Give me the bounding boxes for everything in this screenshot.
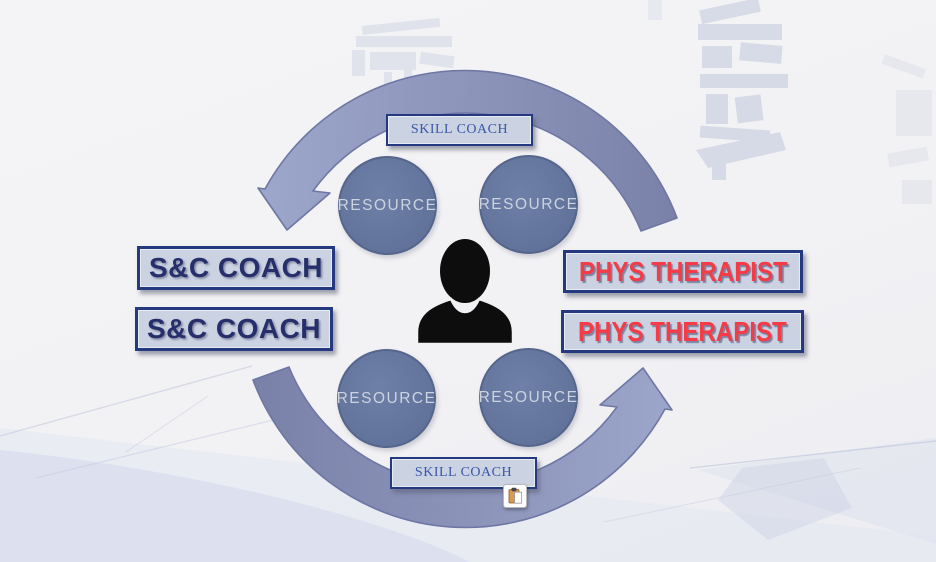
resource-circle-bottom-left[interactable]: RESOURCE bbox=[337, 349, 436, 448]
paste-options-button[interactable] bbox=[503, 484, 527, 508]
phys-therapist-label: PHYS THERAPIST bbox=[578, 315, 787, 347]
watermark-structure-right-edge bbox=[648, 0, 932, 204]
skill-coach-box-bottom[interactable]: SKILL COACH bbox=[390, 457, 537, 489]
skill-coach-label: SKILL COACH bbox=[414, 465, 513, 480]
curved-arrow-top[interactable] bbox=[257, 69, 678, 232]
snc-coach-box-2[interactable]: S&C COACH bbox=[135, 307, 333, 351]
resource-label: RESOURCE bbox=[336, 389, 437, 407]
snc-coach-box-1[interactable]: S&C COACH bbox=[137, 246, 335, 290]
resource-circle-bottom-right[interactable]: RESOURCE bbox=[479, 348, 578, 447]
phys-therapist-box-1[interactable]: PHYS THERAPIST bbox=[563, 250, 803, 293]
snc-coach-label: S&C COACH bbox=[146, 313, 322, 344]
watermark-structure-top-right bbox=[696, 0, 788, 180]
snc-coach-label: S&C COACH bbox=[148, 252, 324, 283]
resource-label: RESOURCE bbox=[478, 195, 579, 213]
person-silhouette-icon[interactable] bbox=[415, 238, 515, 344]
resource-circle-top-left[interactable]: RESOURCE bbox=[338, 156, 437, 255]
resource-label: RESOURCE bbox=[478, 388, 579, 406]
phys-therapist-label: PHYS THERAPIST bbox=[578, 255, 788, 287]
phys-therapist-box-2[interactable]: PHYS THERAPIST bbox=[561, 310, 804, 353]
skill-coach-box-top[interactable]: SKILL COACH bbox=[386, 114, 533, 146]
clipboard-paste-icon bbox=[508, 487, 522, 504]
resource-circle-top-right[interactable]: RESOURCE bbox=[479, 155, 578, 254]
watermark-structure-top-center bbox=[352, 17, 455, 92]
resource-label: RESOURCE bbox=[337, 196, 438, 214]
skill-coach-label: SKILL COACH bbox=[410, 122, 509, 137]
curved-arrow-bottom[interactable] bbox=[252, 366, 673, 529]
